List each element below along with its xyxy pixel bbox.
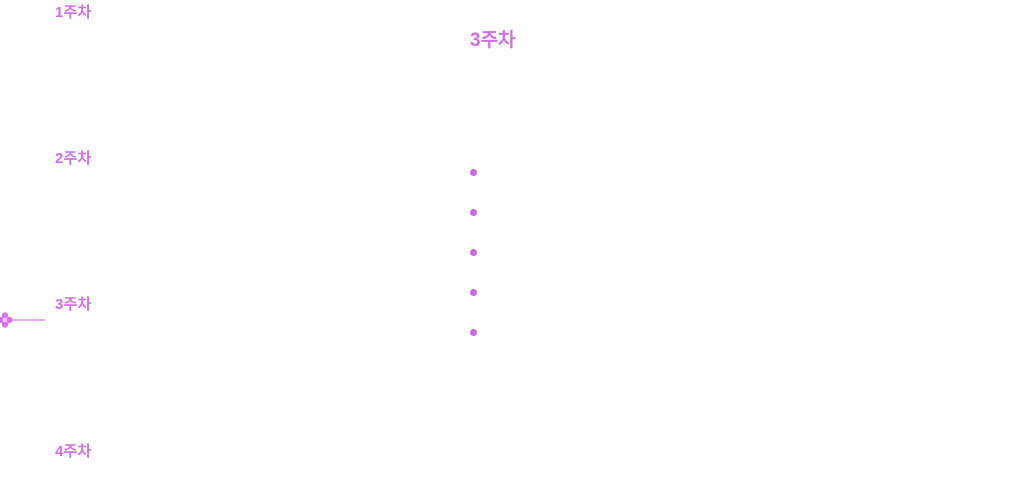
bullet-dot (470, 329, 477, 336)
bullet-dot (470, 249, 477, 256)
detail-bullet-list (470, 169, 477, 369)
bullet-dot (470, 289, 477, 296)
timeline-label-week2[interactable]: 2주차 (55, 150, 92, 167)
flower-node-icon[interactable] (0, 312, 13, 328)
timeline-label-week3[interactable]: 3주차 (55, 296, 92, 313)
timeline-label-week1[interactable]: 1주차 (55, 4, 92, 21)
node-connector-line (12, 319, 45, 321)
bullet-dot (470, 209, 477, 216)
detail-panel-title[interactable]: 3주차 (470, 30, 516, 51)
bullet-dot (470, 169, 477, 176)
timeline-label-week4[interactable]: 4주차 (55, 443, 92, 460)
